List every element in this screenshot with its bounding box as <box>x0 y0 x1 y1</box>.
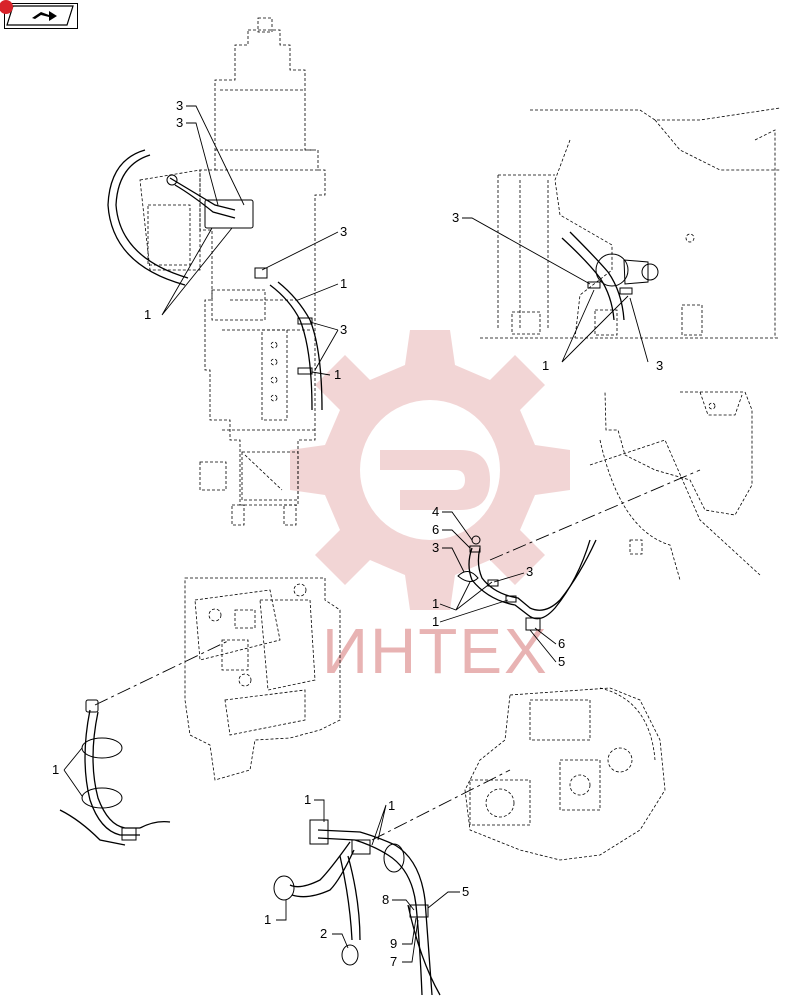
watermark-text: ИНТЕХ <box>322 615 549 687</box>
callout-v3-f: 1 <box>432 614 439 629</box>
callout-v4-a: 1 <box>52 762 59 777</box>
callout-v5-c: 8 <box>382 892 389 907</box>
nav-indicator-dot <box>0 0 13 14</box>
callout-v3-a: 4 <box>432 504 439 519</box>
callout-v2-b: 1 <box>542 358 549 373</box>
view-1-engine-unit <box>107 17 339 526</box>
callout-v1-b: 3 <box>176 115 183 130</box>
view-3-frame-hose <box>439 391 761 663</box>
callout-v5-b: 1 <box>388 798 395 813</box>
callout-v2-c: 3 <box>656 358 663 373</box>
callout-v1-c: 3 <box>340 224 347 239</box>
view-5-pump-harness <box>273 687 666 996</box>
callout-v3-e: 1 <box>432 596 439 611</box>
page-flip-icon <box>6 5 74 26</box>
callout-v1-f: 1 <box>334 367 341 382</box>
callout-v3-b: 6 <box>432 522 439 537</box>
callout-v1-a: 3 <box>176 98 183 113</box>
callout-v3-g: 6 <box>558 636 565 651</box>
callout-v5-f: 2 <box>320 926 327 941</box>
callout-v3-c: 3 <box>432 540 439 555</box>
callout-v5-g: 9 <box>390 936 397 951</box>
callout-v5-h: 7 <box>390 954 397 969</box>
callout-v3-d: 3 <box>526 564 533 579</box>
callout-v1-e: 3 <box>340 322 347 337</box>
callout-v1-d: 1 <box>340 276 347 291</box>
view-4-pump-block <box>59 577 341 846</box>
watermark-gear <box>290 330 570 610</box>
callout-v5-a: 1 <box>304 792 311 807</box>
callout-v2-a: 3 <box>452 210 459 225</box>
callout-v5-e: 1 <box>264 912 271 927</box>
view-2-bracket-assembly <box>462 107 781 363</box>
callout-v1-g: 1 <box>144 307 151 322</box>
callout-v3-h: 5 <box>558 654 565 669</box>
page-nav-button[interactable] <box>0 0 78 29</box>
callout-v5-d: 5 <box>462 884 469 899</box>
